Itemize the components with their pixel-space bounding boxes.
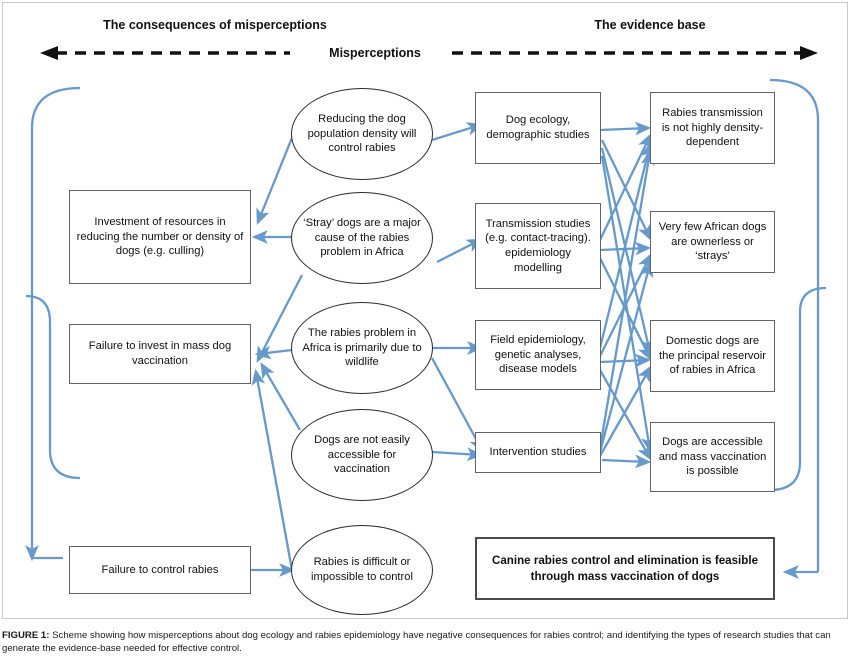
evidence-box-reservoir[interactable]: Domestic dogs are the principal reservoi… bbox=[650, 320, 775, 392]
feedback-loop-right-inner bbox=[769, 286, 827, 492]
evidence-box-density-dependence-label: Rabies transmission is not highly densit… bbox=[661, 107, 764, 149]
header-right-text: The evidence base bbox=[594, 18, 706, 32]
evidence-box-accessible-label: Dogs are accessible and mass vaccination… bbox=[658, 436, 767, 478]
arrow-group-study-to-evidence bbox=[598, 121, 655, 469]
figure-caption: FIGURE 1: Scheme showing how mispercepti… bbox=[2, 630, 848, 656]
evidence-box-reservoir-label: Domestic dogs are the principal reservoi… bbox=[659, 335, 766, 377]
misperception-ellipse-strays-label: ‘Stray’ dogs are a major cause of the ra… bbox=[303, 217, 421, 259]
consequence-box-investment[interactable]: Investment of resources in reducing the … bbox=[69, 190, 251, 284]
header-right: The evidence base bbox=[505, 18, 795, 32]
header-left-text: The consequences of misperceptions bbox=[103, 18, 327, 32]
study-box-transmission[interactable]: Transmission studies (e.g. contact-traci… bbox=[475, 203, 601, 289]
consequence-box-failure-invest-label: Failure to invest in mass dog vaccinatio… bbox=[88, 340, 232, 367]
evidence-box-accessible[interactable]: Dogs are accessible and mass vaccination… bbox=[650, 422, 775, 492]
misperception-ellipse-difficult-label: Rabies is difficult or impossible to con… bbox=[311, 556, 413, 583]
direction-arrows bbox=[40, 46, 818, 60]
study-box-intervention[interactable]: Intervention studies bbox=[475, 432, 601, 473]
evidence-box-ownerless-label: Very few African dogs are ownerless or ‘… bbox=[658, 221, 767, 263]
study-box-dog-ecology[interactable]: Dog ecology, demographic studies bbox=[475, 92, 601, 164]
consequence-box-failure-control[interactable]: Failure to control rabies bbox=[69, 546, 251, 594]
consequence-box-failure-invest[interactable]: Failure to invest in mass dog vaccinatio… bbox=[69, 324, 251, 384]
study-box-dog-ecology-label: Dog ecology, demographic studies bbox=[486, 114, 590, 141]
study-box-intervention-label: Intervention studies bbox=[489, 446, 587, 459]
feedback-loop-left-inner bbox=[25, 294, 81, 480]
study-box-field-epi-label: Field epidemiology, genetic analyses, di… bbox=[490, 334, 586, 376]
header-left: The consequences of misperceptions bbox=[70, 18, 360, 32]
figure-caption-label: FIGURE 1: bbox=[2, 630, 50, 641]
feedback-loop-left-outer bbox=[25, 86, 81, 562]
arrow-group-misperception-to-study bbox=[430, 122, 484, 462]
conclusion-box-label: Canine rabies control and elimination is… bbox=[491, 553, 759, 583]
consequence-box-failure-control-label: Failure to control rabies bbox=[101, 563, 219, 576]
evidence-box-density-dependence[interactable]: Rabies transmission is not highly densit… bbox=[650, 92, 775, 164]
misperception-ellipse-wildlife-label: The rabies problem in Africa is primaril… bbox=[302, 327, 422, 369]
header-middle: Misperceptions bbox=[300, 46, 450, 60]
evidence-box-ownerless[interactable]: Very few African dogs are ownerless or ‘… bbox=[650, 211, 775, 273]
misperception-ellipse-difficult[interactable]: Rabies is difficult or impossible to con… bbox=[291, 525, 433, 615]
conclusion-box[interactable]: Canine rabies control and elimination is… bbox=[475, 537, 775, 600]
header-middle-text: Misperceptions bbox=[329, 46, 421, 60]
misperception-ellipse-wildlife[interactable]: The rabies problem in Africa is primaril… bbox=[291, 302, 433, 394]
figure-caption-text: Scheme showing how misperceptions about … bbox=[2, 630, 831, 654]
study-box-transmission-label: Transmission studies (e.g. contact-traci… bbox=[485, 217, 591, 274]
misperception-ellipse-strays[interactable]: ‘Stray’ dogs are a major cause of the ra… bbox=[291, 192, 433, 284]
misperception-ellipse-access[interactable]: Dogs are not easily accessible for vacci… bbox=[291, 409, 433, 501]
misperception-ellipse-density-label: Reducing the dog population density will… bbox=[307, 113, 417, 155]
study-box-field-epi[interactable]: Field epidemiology, genetic analyses, di… bbox=[475, 320, 601, 390]
feedback-loop-right-outer bbox=[769, 78, 820, 579]
misperception-ellipse-density[interactable]: Reducing the dog population density will… bbox=[291, 88, 433, 180]
consequence-box-investment-label: Investment of resources in reducing the … bbox=[76, 216, 244, 258]
misperception-ellipse-access-label: Dogs are not easily accessible for vacci… bbox=[314, 434, 410, 476]
